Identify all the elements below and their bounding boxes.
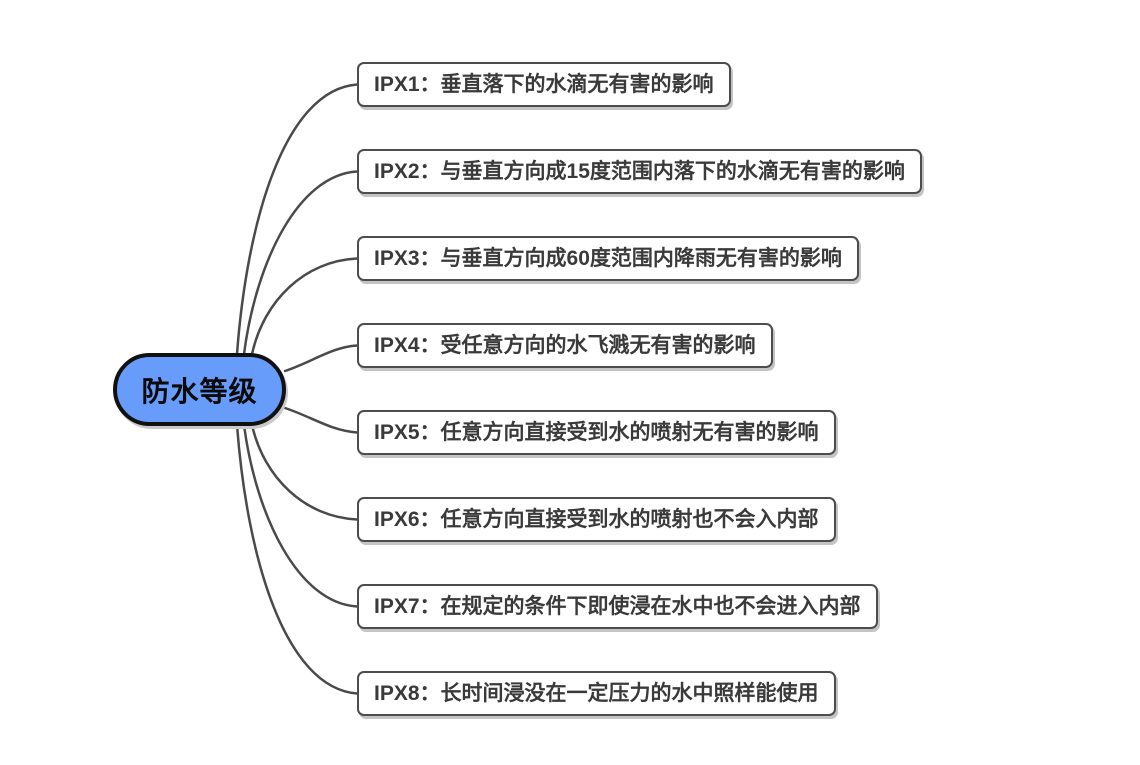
mindmap-node-ipx6[interactable]: IPX6：任意方向直接受到水的喷射也不会入内部 [357, 497, 836, 542]
connector-ipx6 [250, 423, 359, 521]
mindmap-node-ipx4[interactable]: IPX4：受任意方向的水飞溅无有害的影响 [357, 323, 773, 368]
connector-ipx4 [283, 344, 359, 373]
mindmap-node-ipx5[interactable]: IPX5：任意方向直接受到水的喷射无有害的影响 [357, 410, 836, 455]
connector-ipx7 [242, 423, 359, 608]
connector-ipx1 [235, 83, 359, 356]
connector-ipx3 [250, 257, 359, 356]
mindmap-node-ipx2[interactable]: IPX2：与垂直方向成15度范围内落下的水滴无有害的影响 [357, 149, 922, 194]
mindmap-node-ipx1[interactable]: IPX1：垂直落下的水滴无有害的影响 [357, 62, 731, 107]
connector-ipx2 [242, 170, 359, 356]
connector-ipx5 [283, 406, 359, 434]
mindmap-node-ipx7[interactable]: IPX7：在规定的条件下即使浸在水中也不会进入内部 [357, 584, 878, 629]
mindmap-root-node[interactable]: 防水等级 [113, 353, 286, 426]
mindmap-node-ipx8[interactable]: IPX8：长时间浸没在一定压力的水中照样能使用 [357, 671, 836, 716]
mindmap-node-ipx3[interactable]: IPX3：与垂直方向成60度范围内降雨无有害的影响 [357, 236, 859, 281]
connector-ipx8 [235, 423, 359, 695]
